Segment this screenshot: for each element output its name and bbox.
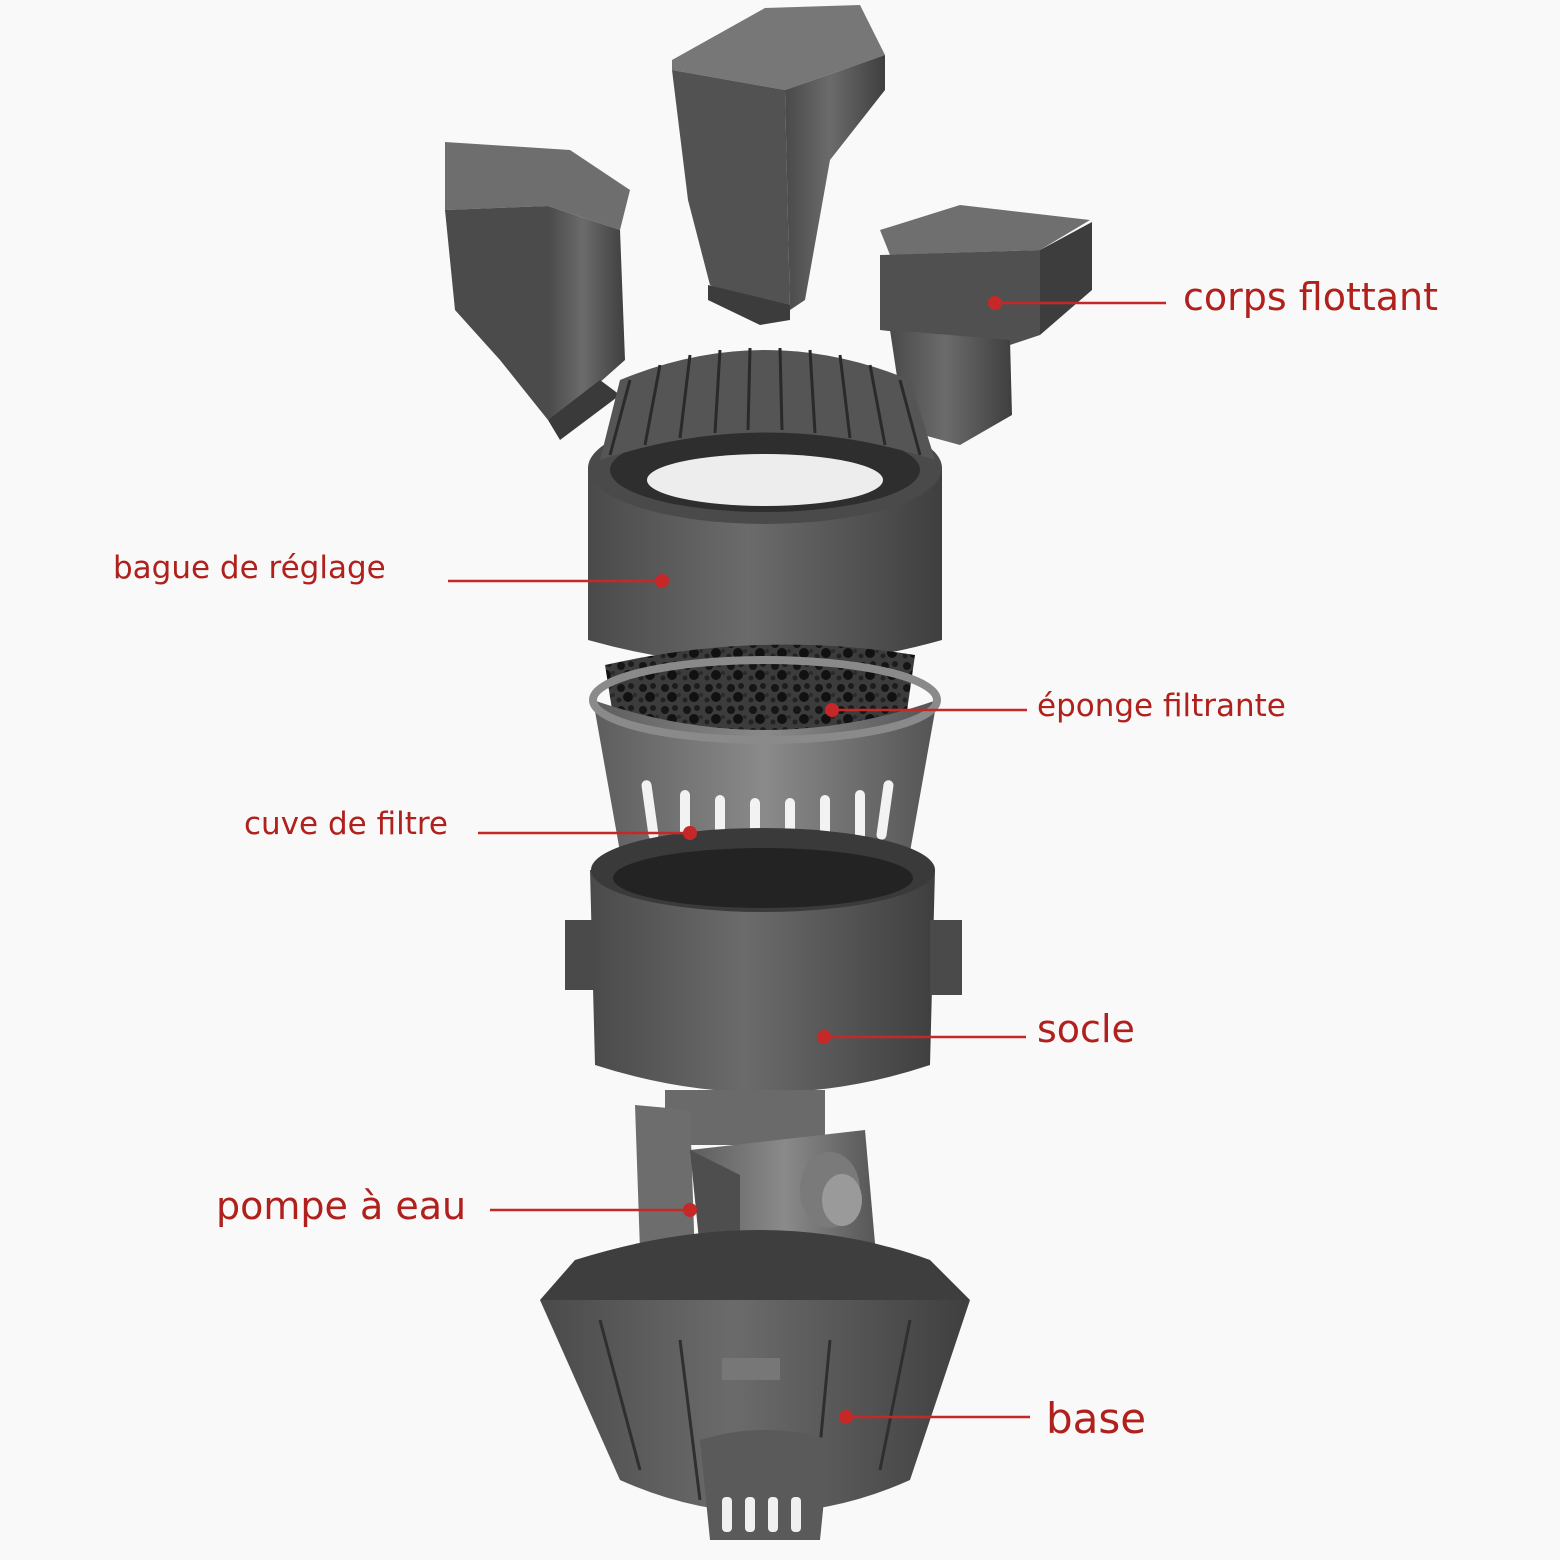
label-eponge-filtrante: éponge filtrante	[1037, 688, 1286, 724]
floating-body-center	[672, 5, 885, 325]
label-cuve-de-filtre: cuve de filtre	[244, 806, 448, 842]
dot-bague-de-reglage	[655, 574, 669, 588]
label-base: base	[1046, 1394, 1147, 1443]
dot-eponge-filtrante	[825, 703, 839, 717]
label-pompe-a-eau: pompe à eau	[216, 1184, 467, 1228]
dot-cuve-de-filtre	[683, 826, 697, 840]
dot-corps-flottant	[988, 296, 1002, 310]
leader-lines	[448, 296, 1166, 1424]
ring-ribs	[608, 347, 922, 456]
dot-base	[839, 1410, 853, 1424]
floating-body-right	[880, 205, 1092, 445]
base	[540, 1230, 970, 1540]
adjustment-ring	[588, 347, 942, 665]
floating-body-left	[445, 142, 630, 440]
dot-socle	[817, 1030, 831, 1044]
socle	[565, 828, 962, 1145]
label-bague-de-reglage: bague de réglage	[113, 550, 386, 586]
dot-pompe-a-eau	[683, 1203, 697, 1217]
base-slots	[722, 1497, 801, 1532]
label-corps-flottant: corps flottant	[1183, 275, 1439, 319]
label-socle: socle	[1037, 1007, 1135, 1051]
